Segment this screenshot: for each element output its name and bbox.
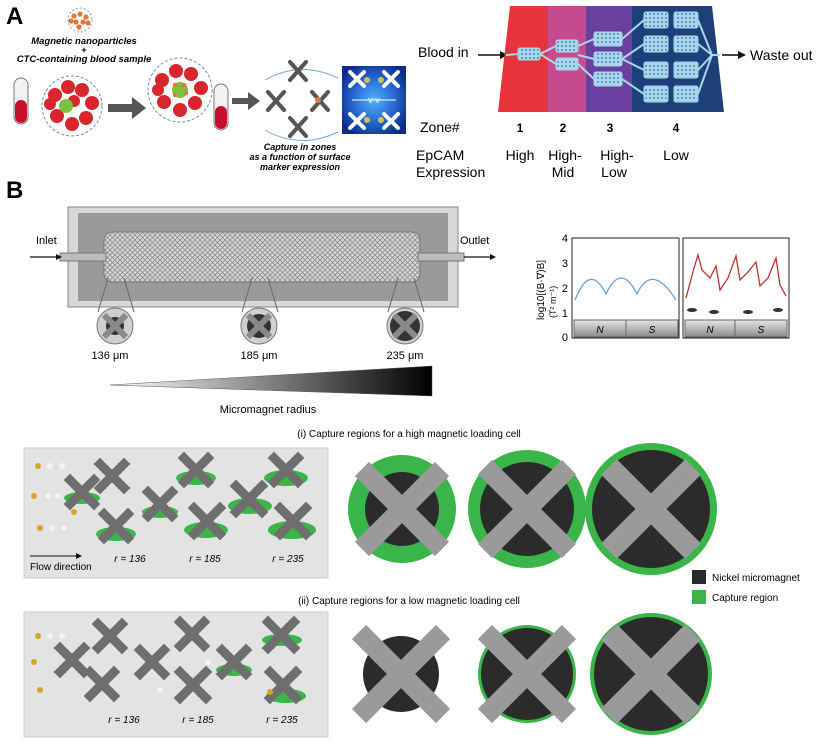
radius-label-136: 136 μm [92, 350, 129, 362]
inlet-label: Inlet [36, 235, 57, 247]
capture-region-low-136 [351, 624, 451, 724]
magnet-label-n2: N [706, 325, 714, 336]
legend-label-capture: Capture region [712, 593, 778, 604]
legend-swatch-nickel [692, 570, 706, 584]
render-high-loading [23, 447, 329, 579]
magnet-zoom-185 [240, 307, 278, 345]
capture-region-low-235 [590, 613, 712, 735]
zone-1-expression: High [506, 147, 535, 163]
zoom-lines [97, 277, 425, 313]
zone-4-expression: Low [663, 147, 690, 163]
expression-header-line2: Expression [416, 164, 485, 180]
field-label: v v [368, 95, 380, 105]
test-tube-icon-2 [213, 83, 229, 131]
r-label-185-low: r = 185 [182, 715, 214, 726]
r-label-136-low: r = 136 [108, 715, 140, 726]
plot-ylabel: log10[(B·∇)B] [536, 260, 547, 320]
field-gradient-plot: log10[(B·∇)B] (T² m⁻¹) 0 1 2 3 4 N S N S [536, 233, 790, 344]
render-low-loading [23, 611, 329, 738]
capture-region-high-136 [348, 455, 456, 563]
title-low-loading: (ii) Capture regions for a low magnetic … [298, 596, 520, 607]
plus-sign: + [81, 45, 86, 55]
blood-in-arrow-icon [478, 51, 508, 59]
outlet-arrow-icon [464, 254, 496, 260]
zone-3-expression-line1: High- [600, 147, 634, 163]
plot-yunit: (T² m⁻¹) [548, 286, 558, 318]
r-label-235-high: r = 235 [272, 554, 304, 565]
bead-markers [687, 308, 783, 314]
title-high-loading: (i) Capture regions for a high magnetic … [297, 429, 520, 440]
capture-label-line2: as a function of surface [249, 152, 350, 162]
r-label-136-high: r = 136 [114, 554, 146, 565]
capture-label-line1: Capture in zones [264, 142, 337, 152]
panel-a-letter: A [6, 3, 23, 30]
outlet-label: Outlet [460, 235, 489, 247]
zone-2-expression-line1: High- [548, 147, 582, 163]
capture-region-high-235 [585, 443, 717, 575]
ytick-1: 1 [562, 308, 568, 320]
ytick-2: 2 [562, 283, 568, 295]
arrow-icon-2 [232, 92, 260, 110]
expression-header-line1: EpCAM [416, 147, 464, 163]
blood-cells-circle-1 [41, 75, 103, 137]
waste-out-arrow-icon [722, 51, 746, 59]
field-curve-left [574, 277, 677, 301]
microchip-schematic [59, 206, 465, 308]
ytick-0: 0 [562, 332, 568, 344]
radius-label-235: 235 μm [387, 350, 424, 362]
zone-chip [498, 6, 724, 112]
legend-label-nickel: Nickel micromagnet [712, 573, 800, 584]
blood-cells-circle-2 [147, 57, 213, 123]
zone-header: Zone# [420, 119, 460, 135]
field-curve-right [685, 252, 787, 299]
radius-gradient-wedge [109, 365, 433, 397]
capture-label-line3: marker expression [260, 162, 341, 172]
nanoparticle-cluster-icon [67, 7, 93, 33]
zone-2-expression-line2: Mid [552, 164, 575, 180]
panel-b-letter: B [6, 177, 23, 204]
r-label-185-high: r = 185 [189, 554, 221, 565]
zone-3-number: 3 [607, 121, 614, 135]
zone-4-number: 4 [673, 121, 680, 135]
capture-region-low-185 [477, 624, 577, 724]
waste-out-label: Waste out [750, 47, 813, 63]
zone-1-number: 1 [517, 121, 524, 135]
flow-direction-label: Flow direction [30, 562, 92, 573]
ytick-3: 3 [562, 258, 568, 270]
x-magnets-flow-icon [264, 60, 339, 141]
capture-region-high-185 [468, 450, 586, 568]
zone-3-expression-line2: Low [601, 164, 628, 180]
zone-2-number: 2 [560, 121, 567, 135]
radius-label-185: 185 μm [241, 350, 278, 362]
r-label-235-low: r = 235 [266, 715, 298, 726]
field-heatmap-image: v v [342, 66, 406, 134]
magnet-zoom-235 [386, 307, 424, 345]
inlet-arrow-icon [30, 254, 62, 260]
magnet-label-s2: S [758, 325, 765, 336]
magnet-label-s1: S [649, 325, 656, 336]
ytick-4: 4 [562, 233, 568, 245]
test-tube-icon-1 [13, 77, 29, 125]
magnet-zoom-136 [96, 307, 134, 345]
magnet-label-n1: N [596, 325, 604, 336]
legend-swatch-capture [692, 590, 706, 604]
gradient-label: Micromagnet radius [220, 404, 317, 416]
blood-sample-label: CTC-containing blood sample [17, 54, 152, 65]
arrow-icon-1 [108, 97, 146, 119]
nanoparticles-label: Magnetic nanoparticles [31, 36, 137, 47]
blood-in-label: Blood in [418, 44, 469, 60]
